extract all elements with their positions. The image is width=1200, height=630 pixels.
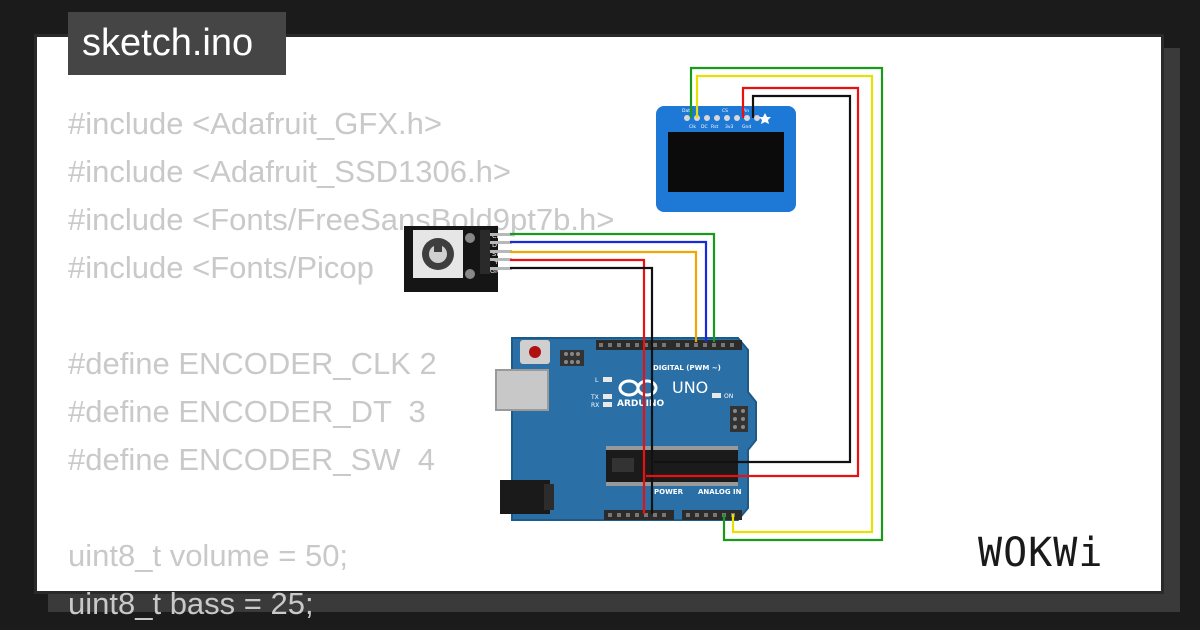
wire-oled-gnd xyxy=(654,94,852,464)
oled-pin-label: Dat xyxy=(682,108,690,114)
encoder-mount-hole xyxy=(465,233,475,243)
atmega-chip xyxy=(606,446,738,486)
led-on-label: ON xyxy=(724,393,733,400)
code-line: #include <Fonts/FreeSansBold9pt7b.h> xyxy=(68,202,615,237)
oled-pin-label: Rst xyxy=(711,124,718,130)
wire-gnd xyxy=(510,266,654,514)
wire-clk xyxy=(510,232,716,342)
power-label: POWER xyxy=(654,488,684,496)
code-line: uint8_t bass = 25; xyxy=(68,586,314,621)
analog-label: ANALOG IN xyxy=(698,488,742,496)
led-rx-label: RX xyxy=(591,402,599,409)
encoder-mount-hole xyxy=(465,269,475,279)
encoder-pin-label: + xyxy=(494,258,499,266)
usb-port xyxy=(495,369,549,411)
led-on xyxy=(712,393,721,398)
code-line: #include <Fonts/Picop xyxy=(68,250,374,285)
wire-oled-vin xyxy=(646,86,860,478)
icsp2-header xyxy=(730,406,748,432)
oled-pin-label: DC xyxy=(701,124,708,130)
wire-oled-dat xyxy=(689,66,884,542)
oled-display[interactable]: Dat Clk DC Rst CS 3v3 Vin Gnd xyxy=(656,106,796,212)
wire-vcc xyxy=(510,258,646,514)
oled-pin-label: Clk xyxy=(689,124,696,130)
wire-oled-clk xyxy=(695,74,874,534)
wire-dt xyxy=(510,240,708,342)
arduino-logo: ARDUINO UNO xyxy=(617,378,708,409)
wires xyxy=(510,66,884,542)
led-tx-label: TX xyxy=(590,394,599,401)
code-line: #define ENCODER_DT 3 xyxy=(68,394,426,429)
encoder-pin-label: SW xyxy=(492,250,503,258)
star-icon xyxy=(759,113,771,124)
wokwi-logo: WOKWi xyxy=(978,530,1103,576)
oled-pin-label: Vin xyxy=(742,108,749,114)
digital-label: DIGITAL (PWM ~) xyxy=(653,364,721,372)
arduino-uno-board[interactable]: DIGITAL (PWM ~) ARDUINO UNO L TX RX ON xyxy=(495,337,757,521)
code-line: uint8_t volume = 50; xyxy=(68,538,349,573)
oled-pin-label: CS xyxy=(722,108,728,114)
arduino-brand: ARDUINO xyxy=(617,399,665,409)
wokwi-logo-text: WOKWi xyxy=(978,530,1103,576)
encoder-pin-label: GND xyxy=(490,267,505,275)
power-jack xyxy=(500,480,550,514)
code-line: #define ENCODER_CLK 2 xyxy=(68,346,437,381)
icsp-header xyxy=(560,350,584,366)
code-preview: #include <Adafruit_GFX.h> #include <Adaf… xyxy=(68,100,614,628)
wire-sw xyxy=(510,250,698,342)
code-line: #include <Adafruit_GFX.h> xyxy=(68,106,442,141)
led-rx xyxy=(603,402,612,407)
led-tx xyxy=(603,394,612,399)
encoder-pin-label: DT xyxy=(492,241,501,249)
led-l-label: L xyxy=(595,377,599,384)
rotary-encoder[interactable]: CLK DT SW + GND xyxy=(404,226,512,292)
oled-pin-label: Gnd xyxy=(742,124,751,130)
oled-screen xyxy=(668,132,784,192)
analog-header xyxy=(682,510,742,520)
digital-header xyxy=(596,340,742,350)
oled-pin-label: 3v3 xyxy=(725,124,734,130)
led-l xyxy=(603,377,612,382)
code-line: #define ENCODER_SW 4 xyxy=(68,442,435,477)
code-line: #include <Adafruit_SSD1306.h> xyxy=(68,154,511,189)
uno-model: UNO xyxy=(672,378,708,397)
sketch-filename[interactable]: sketch.ino xyxy=(68,12,286,75)
